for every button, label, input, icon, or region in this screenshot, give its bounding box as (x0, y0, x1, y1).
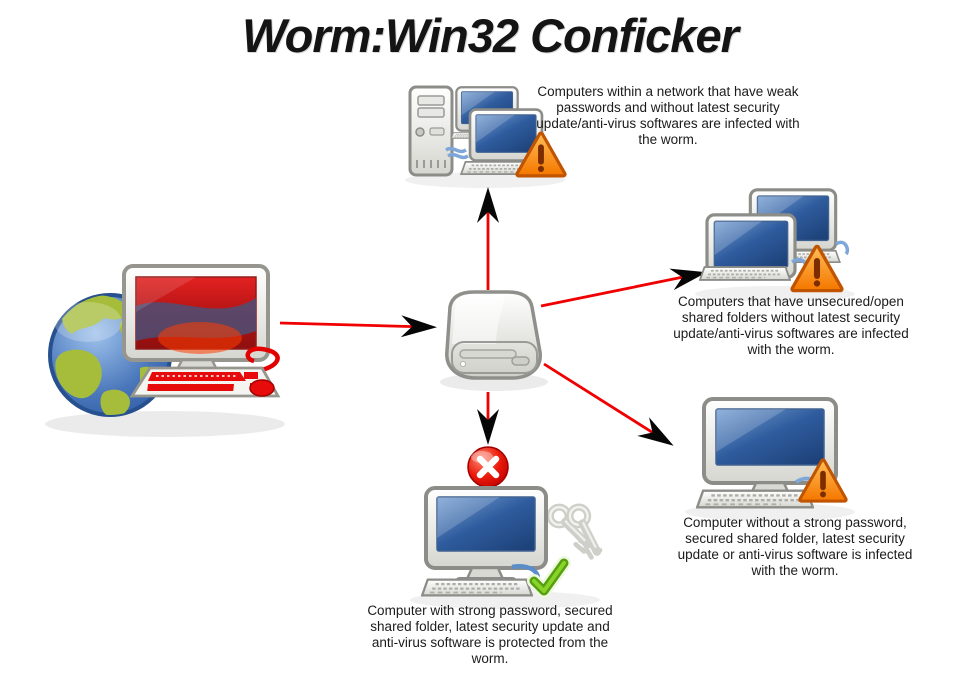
caption-network-computers: Computers within a network that have wea… (536, 84, 800, 147)
infection-arrows (279, 187, 707, 446)
diagram-title: Worm:Win32 Conficker (242, 9, 739, 62)
red-mouse-cable (245, 346, 280, 375)
drive-led (459, 360, 467, 368)
protected-keyboard (421, 578, 533, 597)
internet-infected-computer-icon (45, 264, 285, 437)
arrow-drive-to-shared (540, 268, 707, 308)
removable-drive-icon (440, 290, 548, 391)
infected-desktop (122, 264, 281, 398)
shared-keyboard-front (699, 266, 791, 281)
keys-icon (559, 505, 610, 559)
drive-button (511, 356, 530, 366)
caption-protected-computer: Computer with strong password, secured s… (367, 603, 613, 666)
unprotected-computer-warning-icon (685, 397, 855, 521)
network-cable (445, 146, 469, 160)
protected-computer-icon (410, 486, 611, 609)
server-tower (408, 85, 454, 177)
arrow-drive-to-unprotected (543, 362, 674, 446)
shared-computers-warning-icon (695, 188, 855, 302)
drive-slot (459, 349, 517, 359)
blocked-icon (467, 446, 509, 488)
caption-unprotected-computer: Computer without a strong password, secu… (677, 515, 913, 578)
caption-shared-folders: Computers that have unsecured/open share… (673, 294, 909, 357)
unprotected-keyboard (696, 489, 814, 509)
shared-cable-back (835, 240, 850, 256)
arrow-internet-to-drive (279, 315, 437, 338)
shadow (45, 411, 285, 437)
network-computers-warning-icon (405, 85, 565, 188)
red-mouse (249, 379, 275, 397)
